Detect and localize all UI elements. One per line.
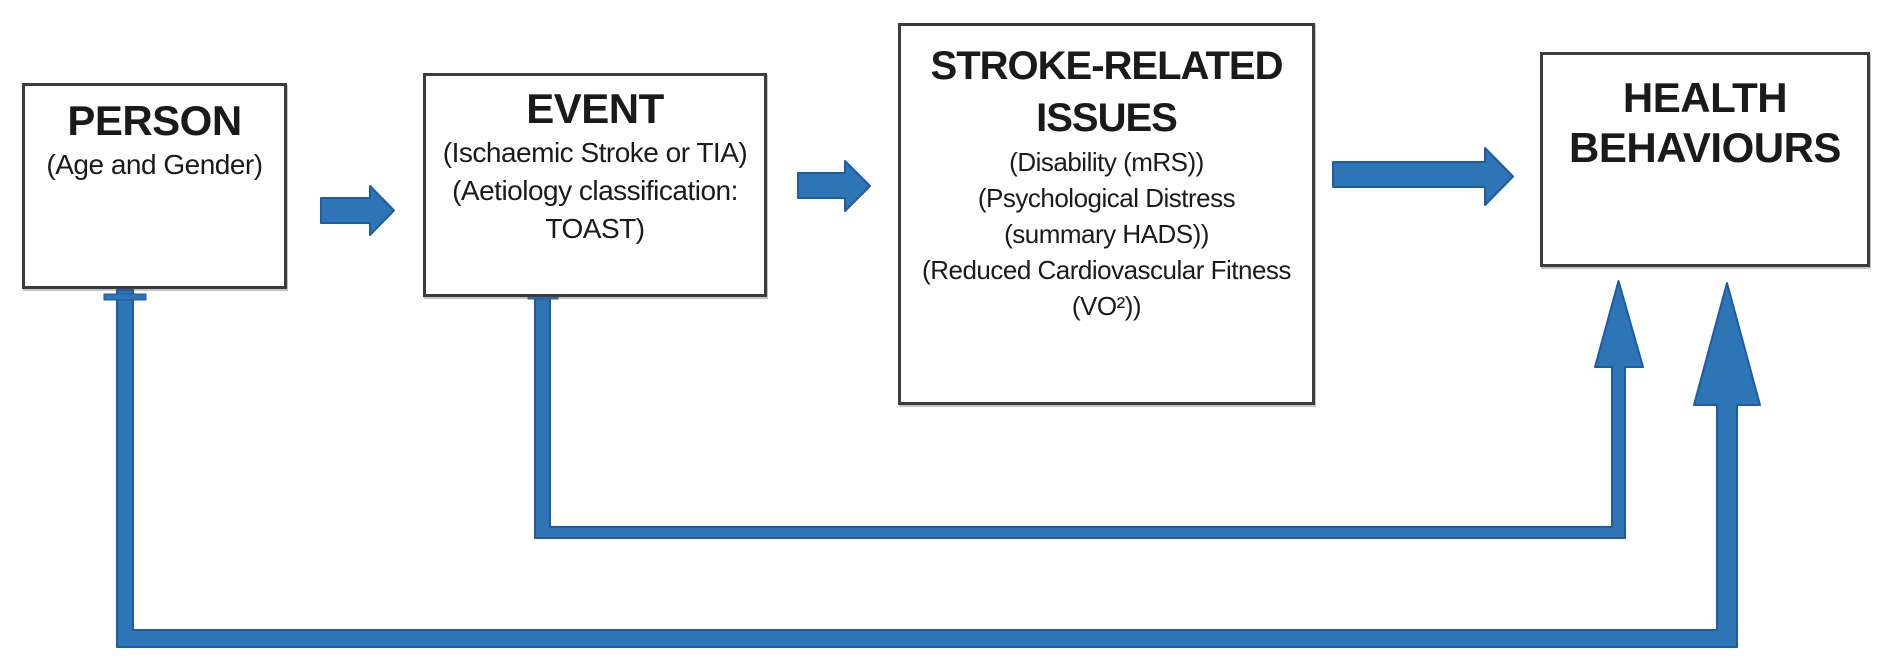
event-to-health-connector-arrow [534,280,1644,539]
person-to-health-connector-arrow [116,282,1761,648]
person-to-event-arrow-icon [320,185,395,236]
health-title-line-2: BEHAVIOURS [1569,124,1841,171]
health-title-line-1: HEALTH [1622,74,1788,121]
event-title: EVENT [526,85,664,132]
issues-line-5: (VO²)) [1071,291,1142,321]
event-to-issues-arrow-icon [797,160,871,212]
issues-line-2: (Psychological Distress [977,183,1236,213]
issues-to-health-arrow-icon [1332,147,1514,206]
person-connector-cap [103,293,147,301]
issues-line-1: (Disability (mRS)) [1009,147,1204,177]
box-health-behaviours: HEALTH BEHAVIOURS [1540,52,1870,267]
issues-line-3: (summary HADS)) [1004,219,1209,249]
issues-title-line-2: ISSUES [1036,96,1178,140]
person-subtitle: (Age and Gender) [46,149,263,180]
box-person: PERSON (Age and Gender) [22,83,287,289]
event-line-3: TOAST) [545,213,645,244]
issues-line-4: (Reduced Cardiovascular Fitness [922,255,1291,285]
person-title: PERSON [67,97,242,144]
box-event: EVENT (Ischaemic Stroke or TIA) (Aetiolo… [423,73,767,297]
issues-title-line-1: STROKE-RELATED [930,44,1284,88]
event-line-1: (Ischaemic Stroke or TIA) [442,137,748,168]
event-line-2: (Aetiology classification: [452,175,738,206]
box-stroke-related-issues: STROKE-RELATED ISSUES (Disability (mRS))… [898,23,1315,405]
